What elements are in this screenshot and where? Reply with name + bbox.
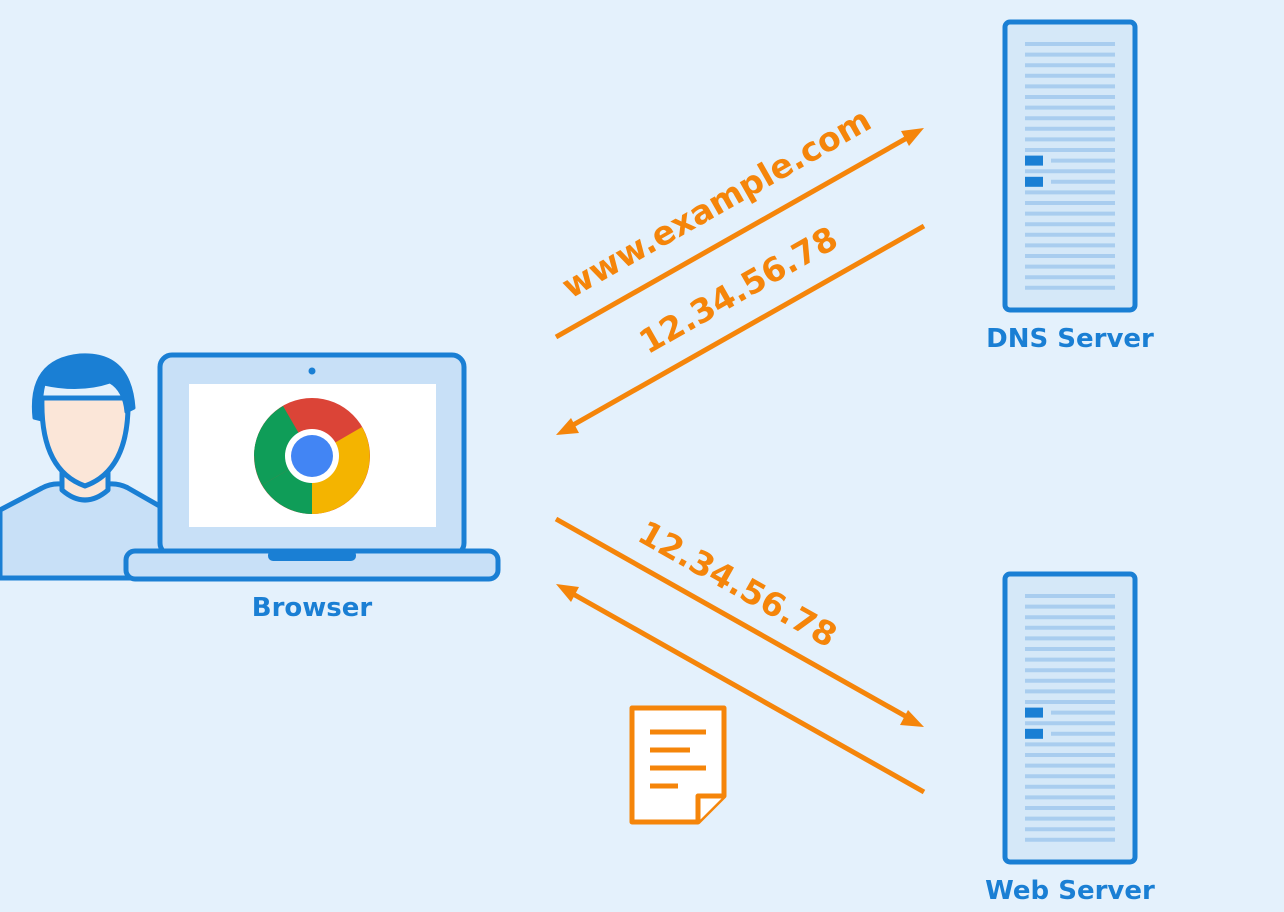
server-led xyxy=(1025,155,1043,166)
server-case xyxy=(1002,571,1138,865)
server-led xyxy=(1025,707,1043,718)
dns-query-arrow xyxy=(554,128,924,340)
user-face xyxy=(39,395,131,489)
web-request-label: 12.34.56.78 xyxy=(632,513,844,656)
dns-response-arrow xyxy=(556,223,926,435)
user-icon xyxy=(0,353,173,581)
web-server-label: Web Server xyxy=(985,876,1155,906)
web-response-arrow xyxy=(556,584,926,795)
dns-server-label: DNS Server xyxy=(986,324,1154,354)
document-icon xyxy=(629,705,727,825)
web-server-icon xyxy=(1002,571,1138,865)
laptop-chrome-icon xyxy=(123,352,501,582)
browser-label: Browser xyxy=(252,593,373,623)
server-led xyxy=(1025,728,1043,739)
laptop-camera xyxy=(308,367,316,375)
server-case xyxy=(1002,19,1138,313)
dns-server-icon xyxy=(1002,19,1138,313)
server-led xyxy=(1025,176,1043,187)
dns-query-label: www.example.com xyxy=(555,100,877,306)
web-request-arrow xyxy=(554,516,924,727)
user-hair xyxy=(31,353,136,422)
laptop-notch xyxy=(268,550,356,561)
chrome-logo-icon xyxy=(254,398,370,514)
